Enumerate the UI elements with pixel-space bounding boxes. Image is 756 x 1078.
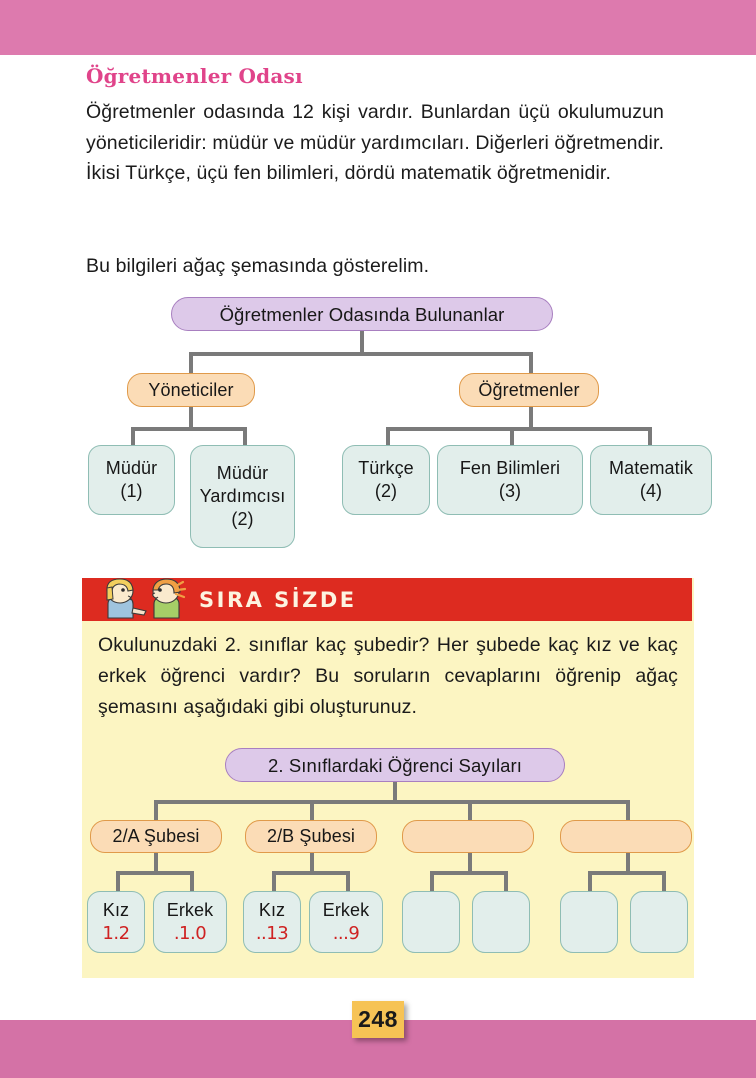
tree2-branch-2b: 2/B Şubesi (245, 820, 377, 853)
tree1-leaf-mudur-yardimcisi-label: Müdür Yardımcısı (199, 463, 286, 506)
tree2-leaf-2a-erkek-value[interactable]: .1.0 (173, 923, 207, 944)
tree2-leaf-2a-kiz-value[interactable]: 1.2 (102, 923, 130, 944)
tree1-yoneticiler-stem (189, 407, 193, 429)
tree1-leaf-fen-bilimleri: Fen Bilimleri (3) (437, 445, 583, 515)
sira-sizde-panel: SIRA SİZDE Okulunuzdaki 2. sınıflar kaç … (82, 578, 694, 978)
tree2-drop-4b (662, 871, 666, 893)
top-decorative-bar (0, 0, 756, 55)
tree1-leaf-matematik-label: Matematik (609, 458, 693, 478)
tree2-branch-blank-1[interactable] (402, 820, 534, 853)
tree1-leaf-matematik-count: (4) (639, 481, 663, 501)
tree2-drop-branch-4 (626, 800, 630, 822)
tree2-drop-1a (116, 871, 120, 893)
tree2-leaf-2a-erkek-label: Erkek (166, 900, 214, 920)
tree1-ogretmenler-stem (529, 407, 533, 429)
tree2-level1-spine (154, 800, 630, 804)
tree1-root-stem (360, 331, 364, 354)
tree2-drop-1b (190, 871, 194, 893)
tree2-branch-4-stem (626, 853, 630, 873)
tree1-leaf-matematik: Matematik (4) (590, 445, 712, 515)
tree1-leaf-turkce: Türkçe (2) (342, 445, 430, 515)
tree2-drop-branch-1 (154, 800, 158, 822)
section-title: Öğretmenler Odası (86, 64, 303, 88)
tree1-drop-fen (510, 427, 514, 447)
tree1-drop-yoneticiler (189, 352, 193, 375)
tree2-leaf-2a-kiz-label: Kız (102, 900, 130, 920)
student-counts-tree: 2. Sınıflardaki Öğrenci Sayıları 2/A Şub… (82, 746, 694, 976)
page-number-badge: 248 (352, 1001, 404, 1038)
tree1-drop-ogretmenler (529, 352, 533, 375)
tree2-branch-2-spine (272, 871, 350, 875)
tree2-branch-blank-2[interactable] (560, 820, 692, 853)
tree2-drop-branch-3 (468, 800, 472, 822)
tree2-branch-2-stem (310, 853, 314, 873)
tree2-leaf-2a-kiz: Kız 1.2 (87, 891, 145, 953)
sira-sizde-header: SIRA SİZDE (82, 578, 692, 621)
tree1-drop-matematik (648, 427, 652, 447)
tree1-leaf-mudur-yardimcisi: Müdür Yardımcısı (2) (190, 445, 295, 548)
tree1-branch-ogretmenler: Öğretmenler (459, 373, 599, 407)
tree1-yoneticiler-spine (131, 427, 247, 431)
tree2-drop-2a (272, 871, 276, 893)
tree2-drop-3b (504, 871, 508, 893)
tree2-leaf-2a-erkek: Erkek .1.0 (153, 891, 227, 953)
tree2-root-stem (393, 782, 397, 802)
tree1-leaf-turkce-label: Türkçe (358, 458, 414, 478)
tree2-branch-2a: 2/A Şubesi (90, 820, 222, 853)
tree2-drop-3a (430, 871, 434, 893)
tree2-branch-1-stem (154, 853, 158, 873)
sira-sizde-instructions: Okulunuzdaki 2. sınıflar kaç şubedir? He… (98, 634, 678, 718)
tree1-leaf-fen-bilimleri-count: (3) (498, 481, 522, 501)
tree1-leaf-mudur: Müdür (1) (88, 445, 175, 515)
tree1-leaf-mudur-count: (1) (120, 481, 143, 501)
tree2-branch-3-spine (430, 871, 508, 875)
tree1-leaf-fen-bilimleri-label: Fen Bilimleri (459, 458, 561, 478)
tree2-leaf-blank-1[interactable] (402, 891, 460, 953)
tree1-branch-yoneticiler: Yöneticiler (127, 373, 255, 407)
tree2-leaf-blank-2[interactable] (472, 891, 530, 953)
tree1-level1-spine (189, 352, 533, 356)
tree1-drop-turkce (386, 427, 390, 447)
tree2-drop-2b (346, 871, 350, 893)
tree1-drop-mudur (131, 427, 135, 447)
sira-sizde-title: SIRA SİZDE (199, 587, 357, 612)
lesson-paragraph-2: Bu bilgileri ağaç şemasında gösterelim. (86, 255, 430, 277)
tree2-leaf-2b-kiz-label: Kız (258, 900, 286, 920)
two-children-icon (106, 578, 187, 619)
tree2-branch-4-spine (588, 871, 666, 875)
tree2-leaf-2b-kiz: Kız ..13 (243, 891, 301, 953)
tree2-leaf-2b-kiz-value[interactable]: ..13 (255, 923, 289, 944)
tree2-root-node: 2. Sınıflardaki Öğrenci Sayıları (225, 748, 565, 782)
tree2-drop-branch-2 (310, 800, 314, 822)
tree2-drop-4a (588, 871, 592, 893)
teachers-room-tree: Öğretmenler Odasında Bulunanlar Yönetici… (0, 293, 756, 583)
tree2-branch-3-stem (468, 853, 472, 873)
tree2-branch-1-spine (116, 871, 194, 875)
tree2-leaf-blank-3[interactable] (560, 891, 618, 953)
tree1-leaf-mudur-yardimcisi-count: (2) (231, 509, 254, 529)
tree2-leaf-blank-4[interactable] (630, 891, 688, 953)
tree1-root-node: Öğretmenler Odasında Bulunanlar (171, 297, 553, 331)
tree1-drop-mudur-yardimcisi (243, 427, 247, 447)
tree2-leaf-2b-erkek-value[interactable]: ...9 (332, 923, 360, 944)
tree2-leaf-2b-erkek-label: Erkek (322, 900, 370, 920)
tree1-leaf-turkce-count: (2) (374, 481, 398, 501)
tree2-leaf-2b-erkek: Erkek ...9 (309, 891, 383, 953)
tree1-leaf-mudur-label: Müdür (105, 458, 158, 478)
lesson-paragraph-1: Öğretmenler odasında 12 kişi vardır. Bun… (86, 101, 664, 184)
tree1-ogretmenler-spine (386, 427, 652, 431)
